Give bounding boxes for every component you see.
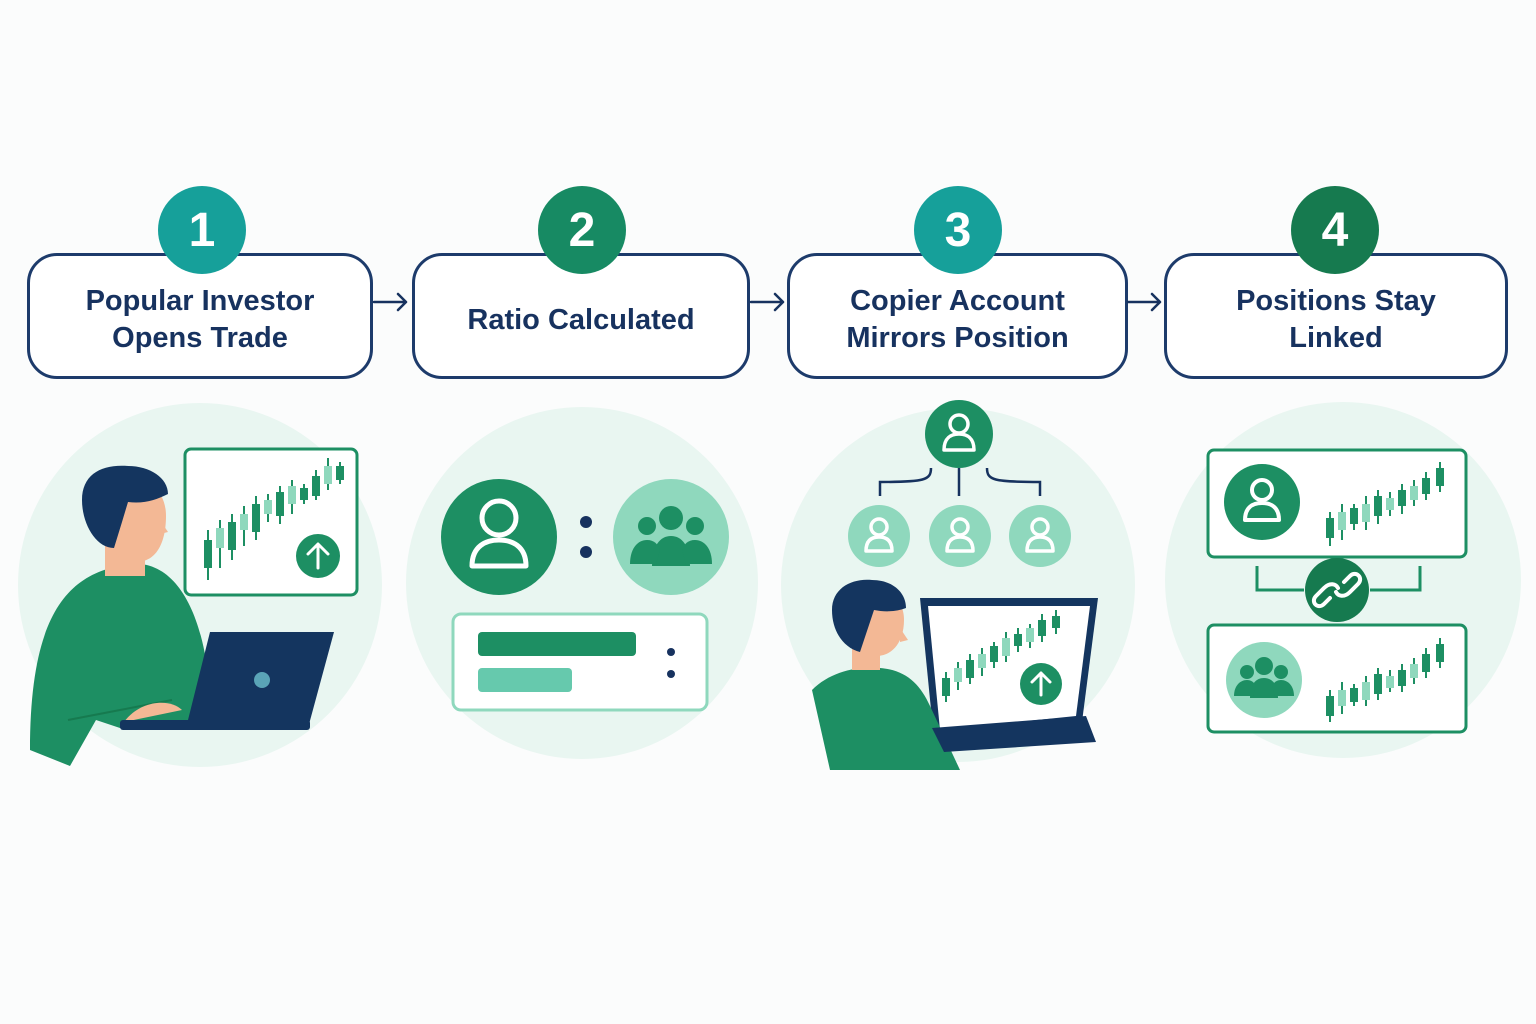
candlestick-chart-icon (1326, 462, 1444, 546)
arrow-right-icon (749, 292, 785, 312)
user-icon (1009, 505, 1071, 567)
candlestick-chart-icon (1326, 638, 1444, 722)
step-2-title: Ratio Calculated (467, 303, 695, 336)
person-at-laptop-icon (30, 465, 334, 766)
user-icon (1224, 464, 1300, 540)
user-icon (925, 400, 993, 468)
arrow-up-icon (1020, 663, 1062, 705)
user-icon (929, 505, 991, 567)
arrow-right-icon (1126, 292, 1162, 312)
group-icon (613, 479, 729, 595)
arrow-right-icon (372, 292, 408, 312)
step-2-badge: 2 (538, 186, 626, 274)
ratio-colon-icon (580, 516, 592, 558)
step-4-box: Positions Stay Linked (1164, 253, 1508, 379)
step-2-box: Ratio Calculated (412, 253, 750, 379)
link-icon (1305, 558, 1369, 622)
progress-bars-icon (451, 612, 709, 712)
person-at-laptop-icon (812, 579, 1096, 770)
step-3-box: Copier Account Mirrors Position (787, 253, 1128, 379)
step-1-title: Popular Investor Opens Trade (85, 285, 315, 354)
tree-connector-icon (878, 467, 1042, 496)
step-4-illustration (1165, 402, 1521, 758)
user-icon (441, 479, 557, 595)
step-1-illustration (18, 403, 382, 767)
step-1-badge: 1 (158, 186, 246, 274)
step-1-box: Popular Investor Opens Trade (27, 253, 373, 379)
group-icon (1226, 642, 1302, 718)
arrow-up-icon (296, 534, 340, 578)
step-3-title: Copier Account Mirrors Position (846, 285, 1069, 354)
step-4-badge: 4 (1291, 186, 1379, 274)
step-4-title: Positions Stay Linked (1236, 285, 1436, 354)
step-3-badge: 3 (914, 186, 1002, 274)
step-3-illustration (781, 400, 1135, 770)
step-2-illustration (406, 407, 758, 759)
user-icon (848, 505, 910, 567)
